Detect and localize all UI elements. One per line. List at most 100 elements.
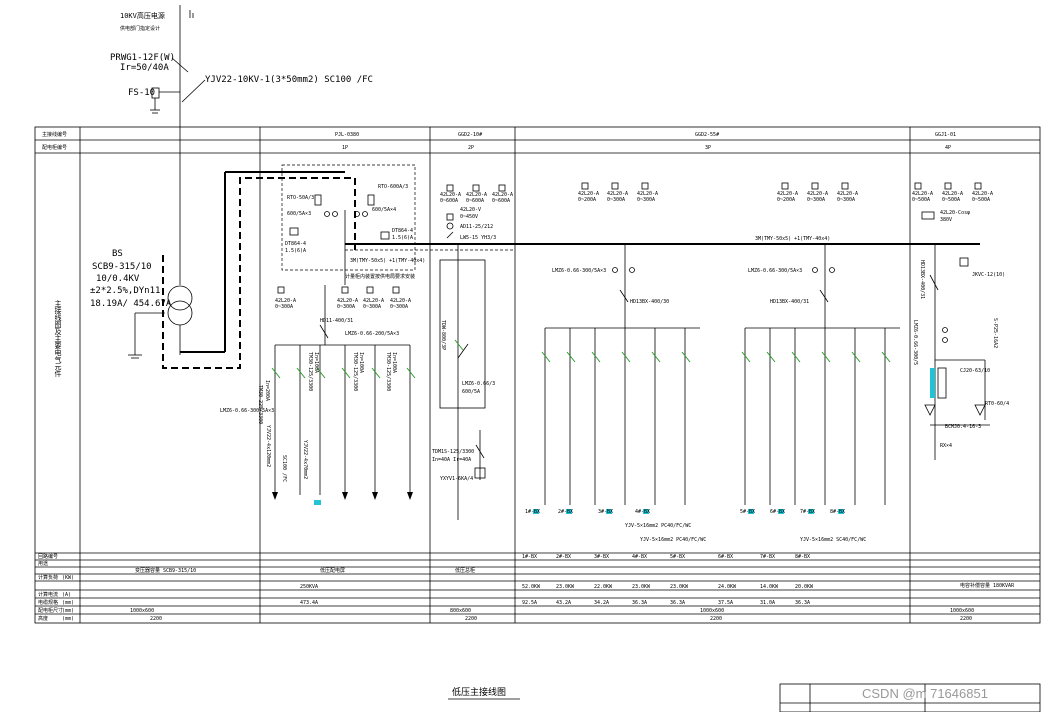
table-row-label: 计算电流 (38, 591, 58, 598)
table-p1-text2: 低压配电屏 (320, 567, 345, 574)
p4-ct: LMZ6-0.66-300/5 (912, 320, 918, 365)
table-circuit: 4#-BX (632, 554, 647, 560)
p1-breaker2: TM30-125/3300 (307, 352, 313, 391)
table-circuit: 3#-BX (594, 554, 609, 560)
breaker-mark (741, 351, 751, 363)
p1-feeders (271, 285, 416, 505)
table-current: 34.2A (594, 600, 609, 606)
p1-bus-label: 3M(TMY-50x5) +1(TMY-40x4) (350, 258, 425, 264)
p1-cable2: YJV22-4x70mm2 (302, 440, 308, 479)
outgoing-label: 1#-BX (525, 509, 540, 515)
p3-ammeter6: 42L20-A (837, 191, 858, 197)
p3-cable-mid: YJV-5×16mm2 PC40/FC/WC (640, 537, 706, 543)
table-current: 43.2A (556, 600, 571, 606)
table-current: 36.3A (670, 600, 685, 606)
breaker-mark (566, 351, 576, 363)
p4-cap-breaker: S-P25-16A2 (992, 318, 998, 348)
p3-ammeter3: 42L20-A (637, 191, 658, 197)
transformer-current: 18.19A/ 454.67A (90, 299, 172, 309)
outgoing-label: 2#-BX (558, 509, 573, 515)
table-size-p1: 1000x600 (130, 608, 154, 614)
drawing-title: 低压主接线图 (452, 686, 506, 698)
outgoing-label: 4#-BX (635, 509, 650, 515)
incoming-arrester: FS-10 (128, 88, 155, 98)
p1-meter-right: DT864-4 (392, 228, 413, 234)
p2-voltmeter: 42L20-V (460, 207, 481, 213)
p3-ammeter3-range: 0~300A (637, 197, 655, 203)
p1-ammeter4: 42L20-A (390, 298, 411, 304)
breaker-mark (651, 351, 661, 363)
outgoing-label: 7#-BX (800, 509, 815, 515)
breaker-mark (766, 351, 776, 363)
p1-ct-side: LMZ6-0.66-300/5A×3 (220, 408, 274, 414)
p2-breaker-out: TDM1S-125/3300 (432, 449, 474, 455)
p4-ammeter3: 42L20-A (972, 191, 993, 197)
p1-fuse-right: RTO-600A/3 (378, 184, 408, 190)
p4-cosphi: 42L20-Cosφ (940, 210, 970, 216)
breaker-mark (791, 351, 801, 363)
table-p1-val2: 473.4A (300, 600, 318, 606)
p4-relay: JKVC-12(10) (972, 272, 1005, 278)
table-circuit: 7#-BX (760, 554, 775, 560)
table-size-p3: 1000x600 (700, 608, 724, 614)
table-height-p3: 2200 (710, 616, 722, 622)
transformer-name: BS (112, 249, 123, 259)
panel4-model: GGJ1-01 (935, 132, 956, 138)
outgoing-label: 5#-BX (740, 509, 755, 515)
panel1-model: PJL-0380 (335, 132, 359, 138)
breaker-mark (881, 351, 891, 363)
table-current: 92.5A (522, 600, 537, 606)
p3-dis-right: HD13BX-400/31 (770, 299, 809, 305)
p1-ammeter3: 42L20-A (363, 298, 384, 304)
table-circuit: 8#-BX (795, 554, 810, 560)
p3-bus-label: 3M(TMY-50x5) +1(TMY-40x4) (755, 236, 830, 242)
p4-reactor: RT0-60/4 (985, 401, 1009, 407)
p4-capacitor: BCMJ0.4-16-3 (945, 424, 981, 430)
p1-breaker1-in: In=200A (264, 380, 270, 401)
table-current: 36.3A (632, 600, 647, 606)
p4-ammeter2-range: 0~500A (942, 197, 960, 203)
p3-ammeter1-range: 0~200A (578, 197, 596, 203)
table-height-p1: 2200 (150, 616, 162, 622)
p4-ammeter2: 42L20-A (942, 191, 963, 197)
p2-breaker-out-in: In=40A Ir=40A (432, 457, 471, 463)
table-p1-text: 变压器容量 SCB9-315/10 (135, 567, 196, 574)
table-load: 23.0KW (632, 584, 651, 590)
panel2 (439, 184, 506, 520)
p3-ammeter5-range: 0~300A (807, 197, 825, 203)
p2-ammeter-c: 42L20-A (492, 192, 513, 198)
panel3 (545, 182, 900, 329)
p3-cable-left: YJV-5×16mm2 PC40/FC/WC (625, 523, 691, 529)
table-circuit: 1#-BX (522, 554, 537, 560)
p3-ct-right: LMZ6-0.66-300/5A×3 (748, 268, 802, 274)
p1-disconnector: HD11-400/31 (320, 318, 353, 324)
table-current: 31.0A (760, 600, 775, 606)
p1-breaker4: TM30-125/3300 (385, 352, 391, 391)
p1-cable1-pipe: SC100 /FC (281, 455, 287, 482)
breaker-mark (821, 351, 831, 363)
p1-meter-right-spec: 1.5(6)A (392, 235, 413, 241)
outgoing-label: 8#-BX (830, 509, 845, 515)
p2-switch: AD11-25/212 (460, 224, 493, 230)
p2-lw: LW5-15 YH3/3 (460, 235, 496, 241)
table-height-p2: 2200 (465, 616, 477, 622)
table-row-label: 用途 (38, 560, 48, 567)
p1-ct-left: 600/5A×3 (287, 211, 311, 217)
p2-fuse: YXYV1-6KA/4 (440, 476, 473, 482)
panel3-no: 3P (705, 145, 711, 151)
table-circuit: 5#-BX (670, 554, 685, 560)
data-table: 回路编号 用途 计算负荷 (KW) 计算电流 (A) 电缆规格 (mm) 配电柜… (38, 553, 1015, 622)
p3-ammeter4-range: 0~200A (777, 197, 795, 203)
breaker-mark (591, 351, 601, 363)
p1-meter-left-spec: 1.5(6)A (285, 248, 306, 254)
table-load: 52.0KW (522, 584, 541, 590)
table-row-unit: (A) (62, 592, 71, 598)
terminal-marker (606, 509, 612, 514)
p1-ct-outgoing: LMZ6-0.66-200/5A×3 (345, 331, 399, 337)
p1-ammeter4-range: 0~300A (390, 304, 408, 310)
panel4 (914, 182, 990, 460)
table-row-label: 配电柜尺寸 (38, 607, 63, 614)
p2-ammeter-c-range: 0~600A (492, 198, 510, 204)
incoming-line1: 10KV高压电源 (120, 11, 165, 20)
p1-fuse-left: RTO-50A/3 (287, 195, 314, 201)
